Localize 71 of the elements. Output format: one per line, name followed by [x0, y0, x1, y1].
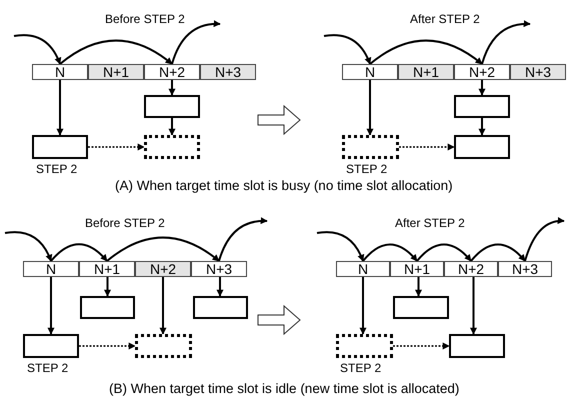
arrow: [160, 277, 166, 335]
dashed-box: [144, 135, 200, 159]
time-slot: N: [23, 261, 79, 277]
dotted-arrow: [399, 144, 455, 150]
curved-arrow: [106, 236, 220, 262]
dotted-arrow: [393, 342, 450, 350]
arrow: [216, 277, 224, 297]
dotted-arrow: [88, 144, 145, 150]
arrow: [104, 277, 111, 297]
arrow: [168, 118, 176, 136]
empty-box: [144, 95, 200, 118]
panel-heading: After STEP 2: [395, 216, 465, 230]
curved-arrow: [416, 244, 472, 262]
time-slot: N+3: [510, 64, 566, 80]
curved-arrow: [470, 244, 526, 262]
arrow: [470, 277, 477, 335]
empty-box: [454, 135, 510, 159]
curved-arrow: [50, 243, 108, 262]
panel-heading: After STEP 2: [410, 12, 480, 26]
caption: (A) When target time slot is busy (no time slot allocation): [115, 179, 453, 193]
curved-arrow: [369, 40, 483, 65]
time-slot: N+2: [454, 64, 510, 80]
step-label: STEP 2: [27, 361, 68, 375]
dashed-box: [336, 334, 393, 358]
time-slot: N+2: [135, 261, 191, 277]
empty-box: [454, 95, 510, 118]
dashed-box: [135, 334, 192, 358]
dotted-arrow: [79, 342, 136, 350]
arrow: [360, 277, 366, 335]
time-slot: N: [32, 64, 88, 80]
empty-box: [23, 334, 79, 358]
curved-arrow: [171, 20, 221, 64]
panel-heading: Before STEP 2: [105, 12, 185, 26]
curved-arrow: [218, 217, 268, 262]
curved-arrow: [4, 231, 52, 262]
step-label: STEP 2: [346, 162, 388, 176]
curved-arrow: [481, 20, 531, 64]
empty-box: [32, 135, 88, 159]
arrow: [48, 277, 54, 335]
arrow: [415, 277, 422, 297]
step-label: STEP 2: [340, 361, 382, 375]
curved-arrow: [316, 231, 364, 262]
curved-arrow: [59, 40, 173, 65]
arrow: [478, 80, 486, 96]
step-label: STEP 2: [36, 162, 78, 176]
empty-box: [80, 296, 135, 319]
time-slot: N+1: [390, 261, 444, 277]
dashed-box: [342, 135, 399, 159]
empty-box: [393, 296, 449, 319]
time-slot: N+3: [498, 261, 552, 277]
time-slot: N+2: [444, 261, 498, 277]
time-slot: N+2: [144, 64, 200, 80]
arrow: [478, 118, 486, 136]
empty-box: [449, 334, 505, 358]
time-slot: N+1: [79, 261, 135, 277]
caption: (B) When target time slot is idle (new time slot is allocated): [109, 382, 460, 396]
empty-box: [193, 296, 248, 319]
time-slot: N+1: [398, 64, 454, 80]
curved-arrow: [14, 34, 61, 65]
arrow: [56, 80, 64, 136]
time-slot: N: [336, 261, 390, 277]
curved-arrow: [362, 244, 418, 262]
arrow: [168, 80, 176, 96]
curved-arrow: [324, 34, 371, 65]
time-slot: N+3: [191, 261, 247, 277]
time-slot: N: [342, 64, 398, 80]
panel-heading: Before STEP 2: [85, 216, 165, 230]
arrow: [366, 80, 374, 136]
time-slot: N+1: [88, 64, 144, 80]
time-slot: N+3: [200, 64, 256, 80]
curved-arrow: [524, 217, 565, 262]
